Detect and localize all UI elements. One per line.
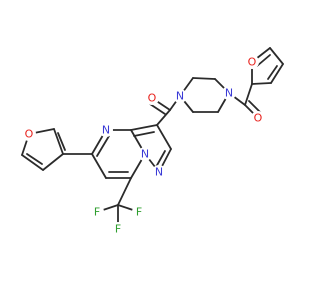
atom-label: N [225,87,233,100]
atom-n-bridge: N [138,147,152,161]
atom-o-furan-right: O [245,55,259,69]
bonds [21,47,284,230]
bond [26,153,43,165]
atom-label: F [136,206,142,219]
molecule-structure-diagram: O N O N N O O N [21,47,284,236]
atom-f-2: F [132,205,146,219]
bond [42,153,64,171]
bond [91,153,107,179]
bond [130,124,158,131]
bond [251,82,272,85]
atom-label: N [176,90,184,103]
bond [267,65,278,80]
bond [133,131,155,137]
bond [96,135,110,157]
bond [155,150,166,168]
atom-o-furan-left: O [22,127,36,141]
bond [192,77,216,80]
bond [117,177,132,206]
bond [156,109,171,126]
bond [149,103,166,115]
atom-n-piperazine-4: N [222,86,236,100]
atom-n-piperazine-1: N [173,89,187,103]
bond [53,128,64,155]
atom-o-carbonyl-right: O [251,111,265,125]
atom-label: N [155,166,163,179]
atom-label: O [25,128,34,141]
atom-label: O [148,92,157,105]
atom-f-1: F [90,205,104,219]
atom-label: O [248,56,257,69]
bond [244,83,253,106]
atom-f-3: F [111,222,125,236]
atom-n-pyrazole: N [152,165,166,179]
atom-label: F [115,223,121,236]
bond [269,47,284,65]
atom-label: N [102,124,110,137]
bond [57,132,66,151]
bond [270,63,284,84]
atom-label: F [94,206,100,219]
bond [256,54,271,67]
bond [156,124,172,150]
atom-o-carbonyl-left: O [145,91,159,105]
bond [21,154,44,171]
atom-label: N [141,148,149,161]
atom-n-pyrimidine: N [99,123,113,137]
atom-labels: O N O N N O O N [22,55,265,236]
atom-label: O [254,112,263,125]
